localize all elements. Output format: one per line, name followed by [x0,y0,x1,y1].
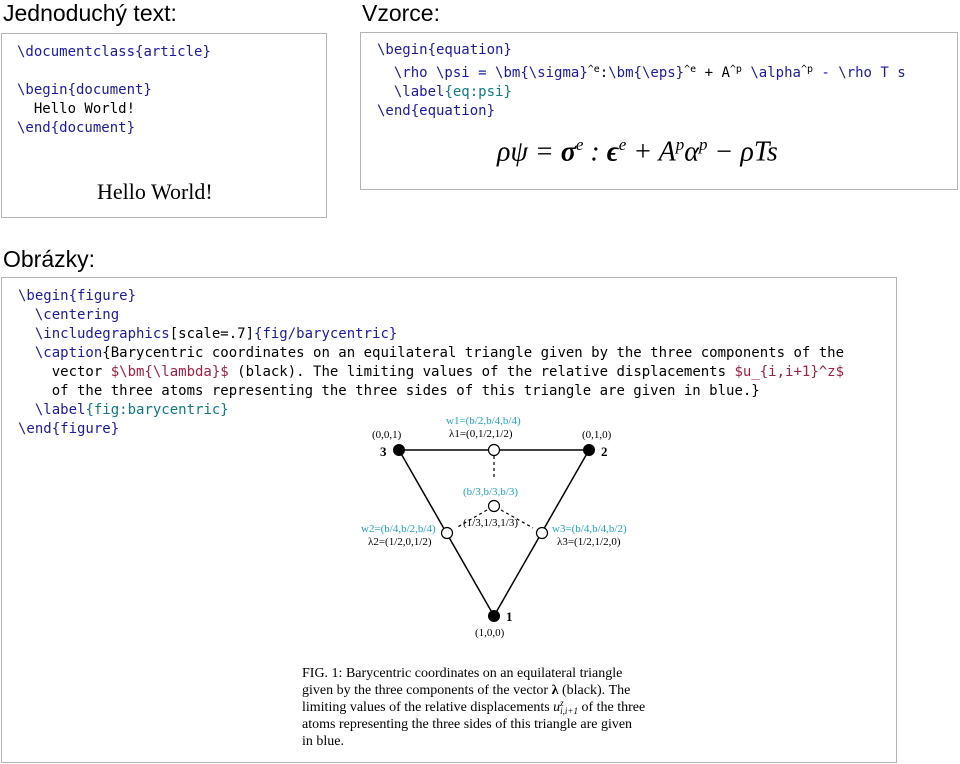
caption-line: FIG. 1: Barycentric coordinates on an eq… [302,666,623,681]
code-cmd: \caption [18,345,103,361]
figure-caption: FIG. 1: Barycentric coordinates on an eq… [302,665,702,750]
rendered-hello-world: Hello World! [97,179,213,204]
rendered-formula: ρψ = σe : ϵe + Apαp − ρTs [497,135,778,168]
formula-epsilon: ϵ [606,136,619,168]
code-cmd: \end [18,421,52,437]
code-arg: {equation} [410,103,496,119]
caption-text: (black). The [558,683,631,698]
caption-sub: i,i+1 [560,706,578,716]
figure-code: \begin{figure} \centering \includegraphi… [18,287,844,439]
formula-code: \begin{equation} \rho \psi = \bm{\sigma}… [377,41,906,121]
formula-alpha: α [684,136,699,168]
code-sup: ^e [587,64,600,75]
code-arg: {document} [50,120,136,136]
caption-line: limiting values of the relative displace… [302,699,702,716]
formula-plus: + A [626,136,676,168]
code-cmd: \begin [17,82,68,98]
code-cmd: \label [18,402,86,418]
caption-text: limiting values of the relative displace… [302,700,554,715]
code-cmd: \bm [608,65,634,81]
code-text: of the three atoms representing the thre… [18,383,760,399]
code-arg: {equation} [427,42,512,58]
formula-sup: p [675,135,685,154]
caption-line: in blue. [302,734,344,749]
code-arg: {\eps} [633,65,685,81]
formula-sup: p [699,135,708,154]
formula-rest: − ρTs [707,136,778,168]
code-arg: {fig:barycentric} [85,402,229,418]
caption-text: given by the three components of the vec… [302,683,552,698]
caption-text: of the three [577,700,646,715]
simple-text-panel: \documentclass{article} \begin{document}… [1,33,327,218]
simple-text-code: \documentclass{article} \begin{document}… [17,43,211,138]
code-cmd: \begin [18,288,69,304]
code-text: - \rho T s [812,65,906,81]
code-arg: {fig/barycentric} [254,326,398,342]
code-cmd: \centering [18,307,120,323]
code-math: $\bm{\lambda}$ [110,364,229,380]
code-cmd: \includegraphics [18,326,170,342]
code-cmd: \end [17,120,51,136]
code-arg: {figure} [51,421,120,437]
code-cmd: \alpha [741,65,801,81]
caption-sup: z [560,698,564,708]
code-math: $u_{i,i+1}^z$ [734,364,845,380]
code-cmd: \begin [377,42,428,58]
code-text: (black). The limiting values of the rela… [228,364,735,380]
formula-colon: : [583,136,607,168]
heading-simple-text: Jednoduchý text: [3,0,177,26]
code-cmd: \bm [495,65,521,81]
code-cmd: \label [377,84,445,100]
caption-line: atoms representing the three sides of th… [302,717,633,732]
heading-images: Obrázky: [3,246,96,272]
code-arg: {eq:psi} [444,84,512,100]
code-sup: ^p [800,64,813,75]
code-cmd: \documentclass [17,44,136,60]
code-text: vector [18,364,111,380]
code-text: \rho \psi = [377,65,496,81]
code-arg: {document} [67,82,152,98]
caption-u: u [553,700,561,715]
formula-lhs: ρψ = [497,136,561,168]
code-cmd: \end [377,103,411,119]
code-text: {Barycentric coordinates on an equilater… [102,345,845,361]
heading-formulas: Vzorce: [362,0,440,26]
code-arg: {article} [135,44,211,60]
formula-sup: e [618,135,627,154]
code-sup: ^e [684,64,697,75]
code-text: + A [696,65,730,81]
formula-sigma: σ [560,136,576,168]
code-arg: {\sigma} [520,65,588,81]
caption-lambda: λ [551,683,559,698]
code-opt: [scale=.7] [169,326,255,342]
formula-sup: e [575,135,584,154]
code-arg: {figure} [68,288,137,304]
formula-panel: \begin{equation} \rho \psi = \bm{\sigma}… [360,32,958,190]
code-text: : [599,65,609,81]
code-text: Hello World! [17,101,136,117]
code-sup: ^p [729,64,742,75]
caption-line: given by the three components of the vec… [302,682,702,699]
